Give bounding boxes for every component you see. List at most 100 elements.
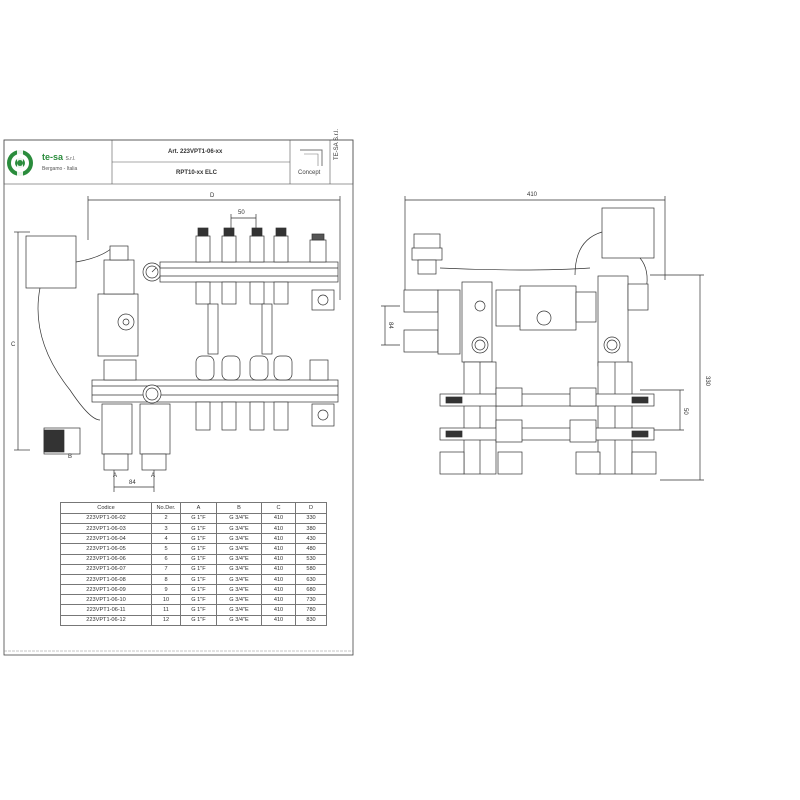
dim-width-label: 410 <box>527 192 538 198</box>
table-cell: 7 <box>151 563 181 575</box>
table-header: B <box>216 502 262 514</box>
table-cell: 12 <box>151 614 181 626</box>
table-cell: 480 <box>295 543 327 555</box>
table-cell: G 1"F <box>180 563 217 575</box>
table-cell: 10 <box>151 594 181 606</box>
table-cell: 630 <box>295 573 327 586</box>
table-header: A <box>180 502 217 514</box>
table-header: Codice <box>60 502 152 514</box>
dim-step-label: 50 <box>238 210 245 216</box>
table-cell: 223VPT1-06-09 <box>60 584 152 596</box>
svg-text:TE-SA S.r.l.: TE-SA S.r.l. <box>334 129 340 160</box>
table-cell: G 1"F <box>180 594 217 606</box>
table-cell: 530 <box>295 553 327 565</box>
title-block <box>3 139 354 185</box>
table-cell: G 3/4"E <box>216 553 262 565</box>
dim-a2-label: A <box>151 473 155 479</box>
table-cell: G 1"F <box>180 604 217 616</box>
table-cell: 223VPT1-06-03 <box>60 522 152 535</box>
table-cell: 410 <box>261 543 296 555</box>
table-cell: G 1"F <box>180 512 217 524</box>
table-cell: G 1"F <box>180 533 217 545</box>
dim-b-label: B <box>68 454 72 460</box>
dim-right-gap-label: 50 <box>682 408 688 415</box>
concept-logo-icon <box>300 149 323 166</box>
table-cell: 2 <box>151 512 181 524</box>
table-cell: G 3/4"E <box>216 543 262 555</box>
table-cell: 5 <box>151 543 181 555</box>
table-header: No.Der. <box>151 502 181 514</box>
concept-label: Concept <box>298 170 321 176</box>
dim-c-label: C <box>11 342 16 348</box>
table-cell: 223VPT1-06-11 <box>60 604 152 616</box>
model-title: RPT10-xx ELC <box>176 170 218 176</box>
table-cell: 223VPT1-06-04 <box>60 533 152 545</box>
te-sa-logo-icon <box>7 150 33 176</box>
table-cell: G 3/4"E <box>216 563 262 575</box>
table-cell: 410 <box>261 522 296 535</box>
table-cell: 223VPT1-06-10 <box>60 594 152 606</box>
table-cell: 223VPT1-06-02 <box>60 512 152 524</box>
table-cell: G 3/4"E <box>216 512 262 524</box>
table-cell: 410 <box>261 533 296 545</box>
table-cell: G 1"F <box>180 543 217 555</box>
dim-left-gap-label: 84 <box>387 322 393 329</box>
table-cell: 410 <box>261 553 296 565</box>
table-cell: G 3/4"E <box>216 533 262 545</box>
dim-spacing-label: 84 <box>129 480 136 486</box>
table-cell: 410 <box>261 614 296 626</box>
table-cell: 410 <box>261 573 296 586</box>
brand-suffix: S.r.l. <box>65 156 76 162</box>
table-cell: 580 <box>295 563 327 575</box>
table-cell: 223VPT1-06-08 <box>60 573 152 586</box>
table-cell: G 1"F <box>180 553 217 565</box>
table-header: D <box>295 502 327 514</box>
table-cell: 4 <box>151 533 181 545</box>
dim-height-label: 330 <box>704 376 710 387</box>
table-cell: 223VPT1-06-05 <box>60 543 152 555</box>
table-cell: 410 <box>261 584 296 596</box>
table-cell: 3 <box>151 522 181 535</box>
table-cell: 11 <box>151 604 181 616</box>
table-cell: G 1"F <box>180 573 217 586</box>
brand-name: te-sa S.r.l. <box>42 152 76 162</box>
table-cell: G 1"F <box>180 584 217 596</box>
table-cell: 780 <box>295 604 327 616</box>
brand-tagline: Bergamo - Italia <box>42 166 78 172</box>
left-front-view <box>14 196 341 492</box>
dim-a1-label: A <box>113 473 117 479</box>
table-cell: 830 <box>295 614 327 626</box>
table-cell: 6 <box>151 553 181 565</box>
table-header: C <box>261 502 296 514</box>
table-cell: 223VPT1-06-07 <box>60 563 152 575</box>
table-cell: G 3/4"E <box>216 594 262 606</box>
table-cell: G 3/4"E <box>216 522 262 535</box>
table-cell: G 1"F <box>180 614 217 626</box>
table-cell: G 3/4"E <box>216 584 262 596</box>
table-cell: 410 <box>261 604 296 616</box>
table-cell: 410 <box>261 563 296 575</box>
table-cell: 430 <box>295 533 327 545</box>
table-header-row: Codice No.Der. A B C D <box>60 502 327 514</box>
table-cell: 380 <box>295 522 327 535</box>
table-cell: G 3/4"E <box>216 573 262 586</box>
table-cell: 223VPT1-06-12 <box>60 614 152 626</box>
table-cell: 730 <box>295 594 327 606</box>
table-cell: 9 <box>151 584 181 596</box>
table-cell: 680 <box>295 584 327 596</box>
table-cell: G 1"F <box>180 522 217 535</box>
table-cell: G 3/4"E <box>216 614 262 626</box>
table-cell: 330 <box>295 512 327 524</box>
